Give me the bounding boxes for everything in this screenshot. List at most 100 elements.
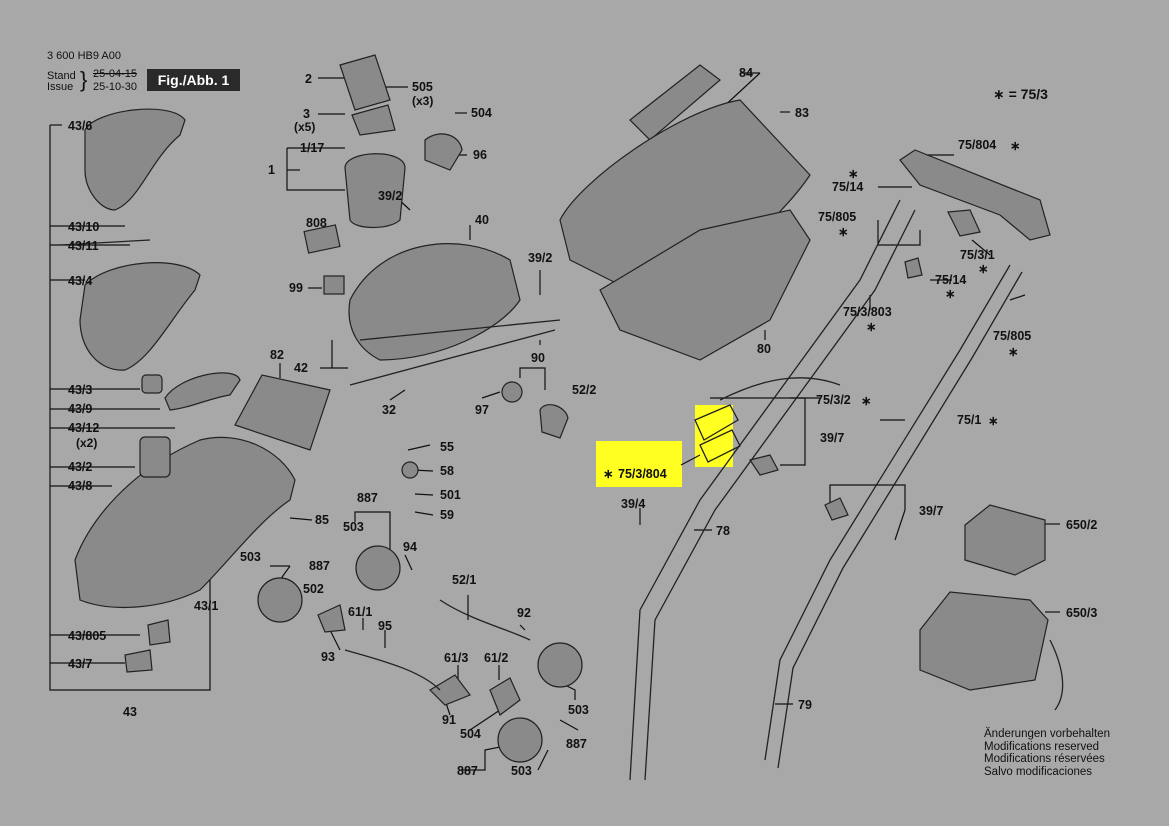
- label-58: 58: [440, 464, 454, 478]
- label-x5: (x5): [294, 120, 315, 134]
- label-808: 808: [306, 216, 327, 230]
- asterisk-75-805-a: ∗: [838, 225, 848, 239]
- label-43-6: 43/6: [68, 119, 92, 133]
- label-39-2-b: 39/2: [528, 251, 552, 265]
- asterisk-75-3-804: ∗: [603, 467, 613, 481]
- label-x3: (x3): [412, 94, 433, 108]
- label-61-2: 61/2: [484, 651, 508, 665]
- label-93: 93: [321, 650, 335, 664]
- label-39-7-a: 39/7: [820, 431, 844, 445]
- asterisk-75-3-2: ∗: [861, 394, 871, 408]
- label-43-8: 43/8: [68, 479, 92, 493]
- label-78: 78: [716, 524, 730, 538]
- label-32: 32: [382, 403, 396, 417]
- label-75-804: 75/804: [958, 138, 996, 152]
- asterisk-75-805-b: ∗: [1008, 345, 1018, 359]
- label-52-1: 52/1: [452, 573, 476, 587]
- label-501: 501: [440, 488, 461, 502]
- label-887-c: 887: [566, 737, 587, 751]
- label-x2: (x2): [76, 436, 97, 450]
- label-99: 99: [289, 281, 303, 295]
- label-504-bottom: 504: [460, 727, 481, 741]
- label-650-3: 650/3: [1066, 606, 1097, 620]
- label-96: 96: [473, 148, 487, 162]
- label-43-3: 43/3: [68, 383, 92, 397]
- label-75-14-b: 75/14: [935, 273, 966, 287]
- label-502: 502: [303, 582, 324, 596]
- note-fr: Modifications réservées: [984, 753, 1105, 765]
- label-75-14-a: 75/14: [832, 180, 863, 194]
- stand-label: Stand: [47, 70, 76, 82]
- label-503-a: 503: [343, 520, 364, 534]
- label-504-top: 504: [471, 106, 492, 120]
- document-number: 3 600 HB9 A00: [47, 50, 122, 62]
- label-82: 82: [270, 348, 284, 362]
- label-92: 92: [517, 606, 531, 620]
- label-2: 2: [305, 72, 312, 86]
- issue-label: Issue: [47, 81, 74, 93]
- note-de: Änderungen vorbehalten: [984, 728, 1110, 740]
- label-39-4: 39/4: [621, 497, 645, 511]
- label-43-2: 43/2: [68, 460, 92, 474]
- label-40: 40: [475, 213, 489, 227]
- label-59: 59: [440, 508, 454, 522]
- label-75-3-2: 75/3/2: [816, 393, 851, 407]
- label-90: 90: [531, 351, 545, 365]
- label-75-3-804: 75/3/804: [618, 467, 667, 481]
- label-1-17: 1/17: [300, 141, 324, 155]
- label-43-11: 43/11: [68, 239, 99, 253]
- label-503-c: 503: [568, 703, 589, 717]
- label-75-1: 75/1: [957, 413, 981, 427]
- label-75-3-803: 75/3/803: [843, 305, 892, 319]
- label-43-805: 43/805: [68, 629, 106, 643]
- brace-icon: }: [80, 67, 88, 92]
- asterisk-75-804: ∗: [1010, 139, 1020, 153]
- label-61-3: 61/3: [444, 651, 468, 665]
- label-43-7: 43/7: [68, 657, 92, 671]
- asterisk-75-1: ∗: [988, 414, 998, 428]
- label-80: 80: [757, 342, 771, 356]
- label-94: 94: [403, 540, 417, 554]
- label-83: 83: [795, 106, 809, 120]
- label-39-2-a: 39/2: [378, 189, 402, 203]
- label-39-7-b: 39/7: [919, 504, 943, 518]
- label-75-805-a: 75/805: [818, 210, 856, 224]
- label-55: 55: [440, 440, 454, 454]
- label-75-3-1: 75/3/1: [960, 248, 995, 262]
- label-503-d: 503: [511, 764, 532, 778]
- label-887-b: 887: [309, 559, 330, 573]
- label-84: 84: [739, 66, 753, 80]
- label-85: 85: [315, 513, 329, 527]
- issue-date: 25-10-30: [93, 81, 138, 93]
- label-75-805-b: 75/805: [993, 329, 1031, 343]
- label-1: 1: [268, 163, 275, 177]
- label-97: 97: [475, 403, 489, 417]
- asterisk-75-3-803: ∗: [866, 320, 876, 334]
- figure-badge: Fig./Abb. 1: [147, 69, 240, 91]
- label-43-10: 43/10: [68, 220, 99, 234]
- label-503-b: 503: [240, 550, 261, 564]
- highlight-label-box: [596, 441, 682, 487]
- label-95: 95: [378, 619, 392, 633]
- note-en: Modifications reserved: [984, 740, 1100, 753]
- label-52-2: 52/2: [572, 383, 596, 397]
- label-43-4: 43/4: [68, 274, 92, 288]
- label-61-1: 61/1: [348, 605, 372, 619]
- label-3: 3: [303, 107, 310, 121]
- label-887-d: 887: [457, 764, 478, 778]
- modifications-notice: Änderungen vorbehalten Modifications res…: [984, 728, 1110, 778]
- stand-date: 25-04-15: [93, 68, 138, 80]
- label-79: 79: [798, 698, 812, 712]
- label-505: 505: [412, 80, 433, 94]
- highlight-part-box: [695, 405, 733, 467]
- label-43-9: 43/9: [68, 402, 92, 416]
- label-91: 91: [442, 713, 456, 727]
- asterisk-75-14-b: ∗: [945, 287, 955, 301]
- label-42: 42: [294, 361, 308, 375]
- label-43-1: 43/1: [194, 599, 218, 613]
- asterisk-75-3-1: ∗: [978, 262, 988, 276]
- label-650-2: 650/2: [1066, 518, 1097, 532]
- asterisk-75-14-a: ∗: [848, 167, 858, 181]
- label-43: 43: [123, 705, 137, 719]
